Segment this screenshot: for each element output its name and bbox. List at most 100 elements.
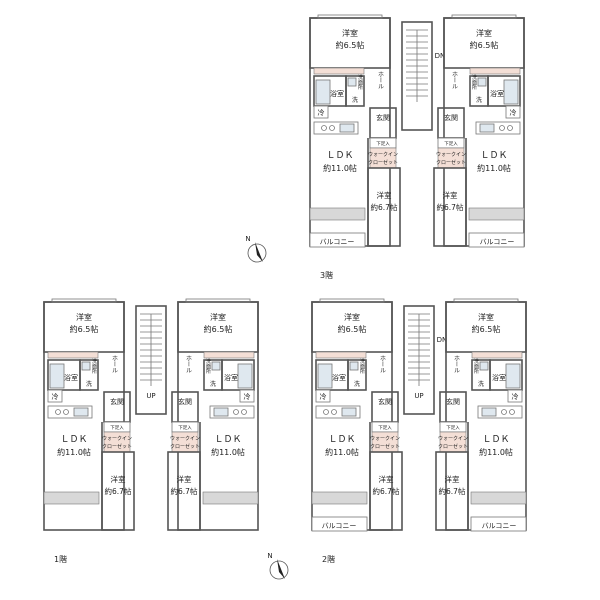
f3-right-bedroom-bottom-size: 約6.7帖 — [437, 202, 464, 212]
f2-left-washroom-label: 洗面所 — [359, 358, 365, 375]
north-compass-icon: N — [267, 552, 289, 580]
floor-3-plan: DN洋室約6.5帖浴室洗面所洗冷ＬＤＫ約11.0帖ホールバルコニー玄関下足入ウォ… — [309, 14, 525, 280]
f3-right-laundry-label: 洗 — [476, 96, 482, 104]
f1-right-bedroom-top-label: 洋室 — [210, 312, 226, 322]
f3-right-kitchen-sink-icon — [479, 123, 495, 133]
f2-left-fridge-box — [315, 389, 331, 403]
f3-right-sink-icon — [477, 77, 487, 87]
f1-left-bedroom-bottom-label: 洋室 — [111, 474, 126, 484]
f3-left-hall-label: ホール — [377, 71, 384, 89]
f3-stair-core — [401, 21, 433, 131]
f3-right-balcony-box — [468, 232, 525, 248]
f3-left-entrance-area — [369, 107, 397, 139]
f2-right-hall-label: ホール — [453, 355, 460, 373]
f1-left-sink-icon — [81, 361, 91, 371]
f1-left-laundry-label: 洗 — [86, 380, 92, 388]
f2-left-sink-icon — [349, 361, 359, 371]
f1-right-bedroom-bottom-room — [167, 451, 201, 531]
f1-left-bedroom-top-label: 洋室 — [76, 312, 92, 322]
f3-left-ldk-label: ＬＤＫ — [326, 151, 353, 161]
f1-left-fridge-box — [47, 389, 63, 403]
f1-left-shoebox-label: 下足入 — [110, 425, 124, 431]
f3-left-balcony-box — [309, 232, 366, 248]
f2-left-stove-icon — [331, 409, 337, 415]
f1-right-ldk-size: 約11.0帖 — [211, 447, 245, 457]
f3-left-wic-label: ウォークイン — [368, 151, 398, 158]
f3-right-window-top — [451, 14, 517, 19]
north-compass-icon: N — [245, 235, 267, 263]
f1-right-bedroom-bottom-size: 約6.7帖 — [171, 486, 198, 496]
floor-2-plan: DNUP洋室約6.5帖浴室洗面所洗冷ＬＤＫ約11.0帖ホールバルコニー玄関下足入… — [311, 298, 527, 564]
f3-right-wic-label2: クローゼット — [436, 159, 466, 166]
f2-left-wic-label2: クローゼット — [370, 443, 400, 450]
f1-right-washroom — [203, 359, 223, 391]
f2-right-wic-label: ウォークイン — [438, 435, 468, 442]
f1-left-window-top — [51, 298, 117, 303]
f2-left-fridge-label: 冷 — [320, 392, 327, 401]
f3-right-hall-label: ホール — [451, 71, 458, 89]
f2-left-ldk-label: ＬＤＫ — [328, 435, 355, 445]
f2-right-fridge-box — [507, 389, 523, 403]
f3-left-shoebox-label: 下足入 — [376, 141, 390, 147]
f3-left-kitchen-sink-icon — [339, 123, 355, 133]
f1-left-stove-icon — [63, 409, 69, 415]
f3-right-bedroom-top-label: 洋室 — [476, 28, 492, 38]
f1-right-shoebox-label: 下足入 — [178, 425, 192, 431]
f1-stair-core — [135, 305, 167, 415]
f1-floor-label: 1階 — [54, 554, 67, 564]
f2-left-balcony-rail — [311, 491, 368, 505]
compass-n-label: N — [267, 552, 272, 560]
f2-floor-label: 2階 — [322, 554, 335, 564]
f1-left-washroom — [79, 359, 99, 391]
f2-right-laundry-label: 洗 — [478, 380, 484, 388]
f3-left-bedroom-bottom-size: 約6.7帖 — [371, 202, 398, 212]
f1-left-bath-label: 浴室 — [64, 373, 78, 382]
f1-left-bathtub-icon — [49, 363, 65, 389]
f1-right-wic-label2: クローゼット — [170, 443, 200, 450]
f1-right-bathtub-icon — [237, 363, 253, 389]
compass-ring — [247, 243, 267, 263]
f3-right-washroom — [469, 75, 489, 107]
f1-left-washroom-label: 洗面所 — [91, 358, 97, 375]
f3-floor-label: 3階 — [320, 270, 333, 280]
f3-left-laundry-label: 洗 — [352, 96, 358, 104]
f2-right-entrance-label: 玄関 — [446, 397, 460, 406]
f1-right-hall-label: ホール — [185, 355, 192, 373]
f3-right-fridge-label: 冷 — [510, 108, 517, 117]
f1-right-stove-icon — [241, 409, 247, 415]
f2-left-window-top — [319, 298, 385, 303]
f2-right-washroom-label: 洗面所 — [473, 358, 479, 375]
f1-right-kitchen-sink-icon — [213, 407, 229, 417]
compass-n-label: N — [245, 235, 250, 243]
f1-left-bedroom-bottom-room — [101, 451, 135, 531]
f2-right-balcony-box — [470, 516, 527, 532]
f2-right-window-top — [453, 298, 519, 303]
f3-right-ldk-label: ＬＤＫ — [480, 151, 507, 161]
f2-right-stove-icon — [509, 409, 515, 415]
f1-right-stove-icon — [233, 409, 239, 415]
f1-right-balcony-rail — [202, 491, 259, 505]
f3-left-bedroom-bottom-room — [367, 167, 401, 247]
f1-right-fridge-box — [239, 389, 255, 403]
f3-left-fridge-box — [313, 105, 329, 119]
f3-left-window-top — [317, 14, 383, 19]
f2-stair-dn-label: DN — [437, 336, 448, 344]
f3-left-stove-icon — [321, 125, 327, 131]
f2-right-bedroom-top-size: 約6.5帖 — [472, 324, 501, 334]
f1-right-closet-strip — [203, 351, 255, 359]
f3-right-bath-label: 浴室 — [490, 89, 504, 98]
f3-right-washroom-label: 洗面所 — [471, 74, 477, 91]
f2-left-bedroom-top-label: 洋室 — [344, 312, 360, 322]
f3-left-bath-label: 浴室 — [330, 89, 344, 98]
f1-right-entrance-label: 玄関 — [178, 397, 192, 406]
f2-left-bath-label: 浴室 — [332, 373, 346, 382]
f3-right-entrance-area — [437, 107, 465, 139]
f2-right-balcony-label: バルコニー — [482, 522, 517, 530]
f2-right-bedroom-bottom-room — [435, 451, 469, 531]
f2-right-ldk-label: ＬＤＫ — [482, 435, 509, 445]
f2-right-closet-strip — [471, 351, 523, 359]
f3-left-entrance-label: 玄関 — [376, 113, 390, 122]
f3-right-bedroom-top-size: 約6.5帖 — [470, 40, 499, 50]
f2-right-bedroom-bottom-label: 洋室 — [445, 474, 460, 484]
